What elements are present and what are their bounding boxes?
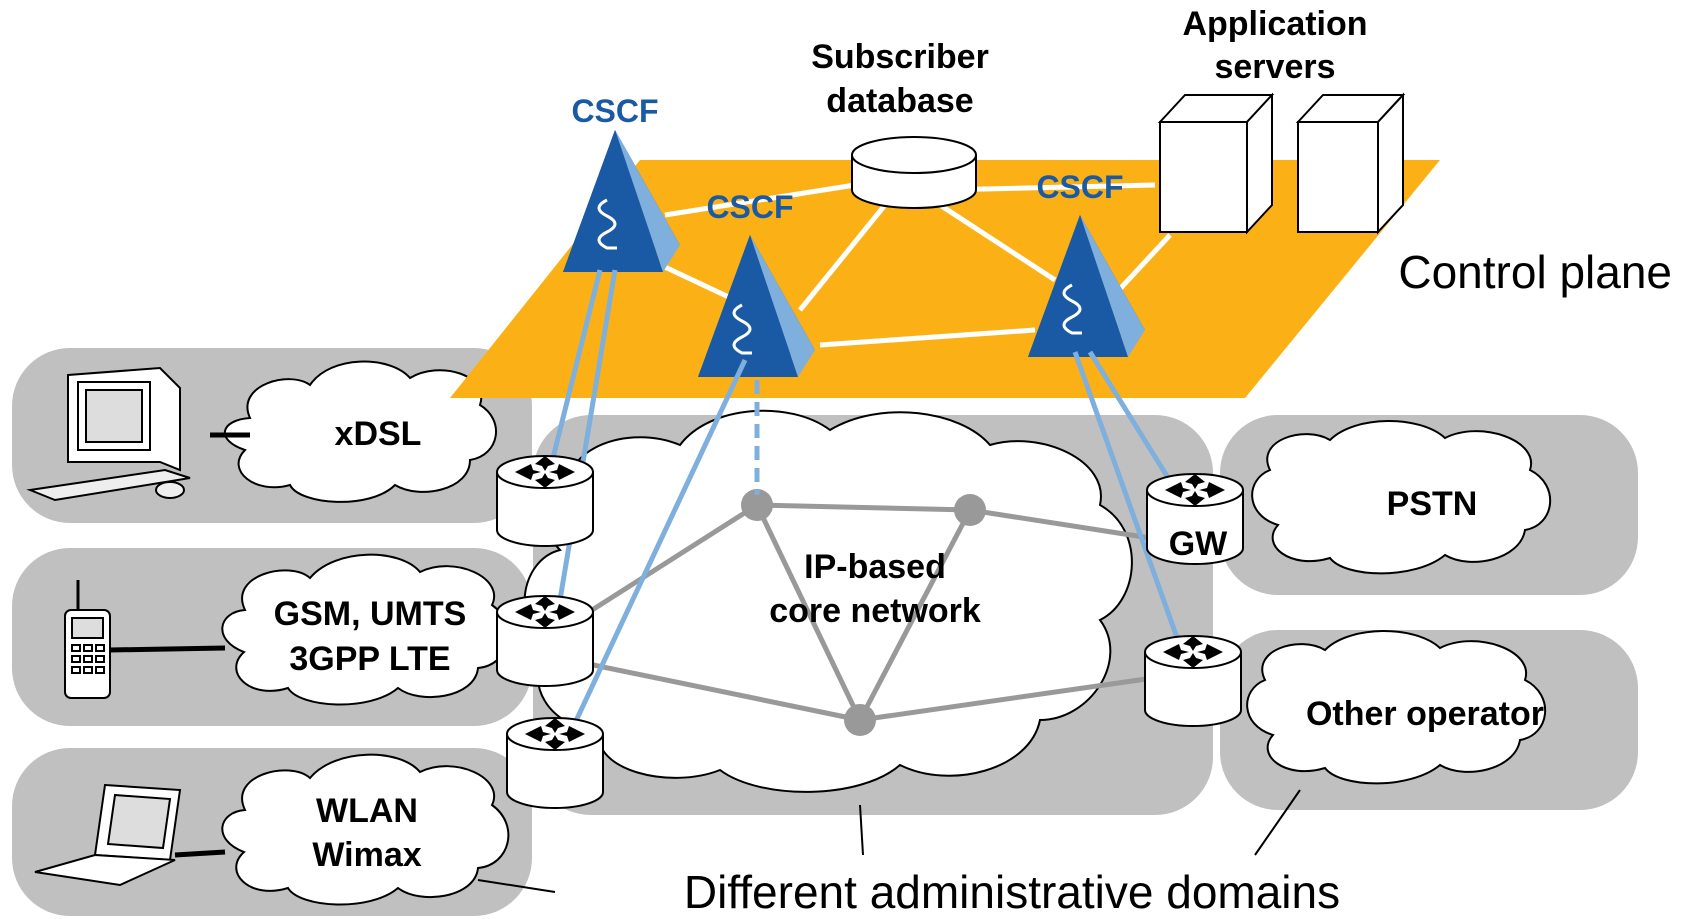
administrative-domains-label: Different administrative domains xyxy=(684,866,1340,918)
wlan-label-line2: Wimax xyxy=(312,836,421,874)
gsm-label-line1: GSM, UMTS xyxy=(274,595,467,633)
router-gsm xyxy=(496,595,594,687)
application-servers-label-line2: servers xyxy=(1214,48,1335,86)
xdsl-label: xDSL xyxy=(335,415,422,453)
router-wlan xyxy=(506,717,604,809)
router-other-operator xyxy=(1144,635,1242,727)
cloud-gsm xyxy=(221,553,510,706)
pstn-label: PSTN xyxy=(1387,485,1478,523)
mobile-phone-icon xyxy=(64,580,111,699)
core-network-label-line1: IP-based xyxy=(804,548,946,586)
control-plane-label: Control plane xyxy=(1398,246,1672,298)
cscf-label-2: CSCF xyxy=(706,189,793,225)
desktop-computer-icon xyxy=(26,366,191,502)
cloud-pstn xyxy=(1251,420,1552,575)
laptop-icon xyxy=(34,783,182,887)
router-xdsl xyxy=(496,455,594,547)
cscf-label-3: CSCF xyxy=(1036,169,1123,205)
terminal-links xyxy=(109,432,250,858)
cloud-xdsl xyxy=(224,360,497,503)
gsm-label-line2: 3GPP LTE xyxy=(289,640,450,678)
gateway-label: GW xyxy=(1169,525,1228,563)
domain-leader-lines xyxy=(477,789,1301,893)
cloud-wlan xyxy=(221,753,510,906)
application-server-icon xyxy=(1295,92,1406,235)
application-server-icon xyxy=(1157,92,1275,235)
cloud-other-operator xyxy=(1246,630,1547,785)
core-nodes xyxy=(741,489,986,736)
application-servers-label-line1: Application xyxy=(1182,5,1367,43)
subscriber-database-icon xyxy=(851,136,977,209)
other-operator-label: Other operator xyxy=(1306,695,1544,733)
core-links xyxy=(543,502,1196,723)
subscriber-database-label-line1: Subscriber xyxy=(811,38,989,76)
core-network-label-line2: core network xyxy=(769,592,981,630)
subscriber-database-label-line2: database xyxy=(826,82,973,120)
cscf-label-1: CSCF xyxy=(571,93,658,129)
wlan-label-line1: WLAN xyxy=(316,792,418,830)
